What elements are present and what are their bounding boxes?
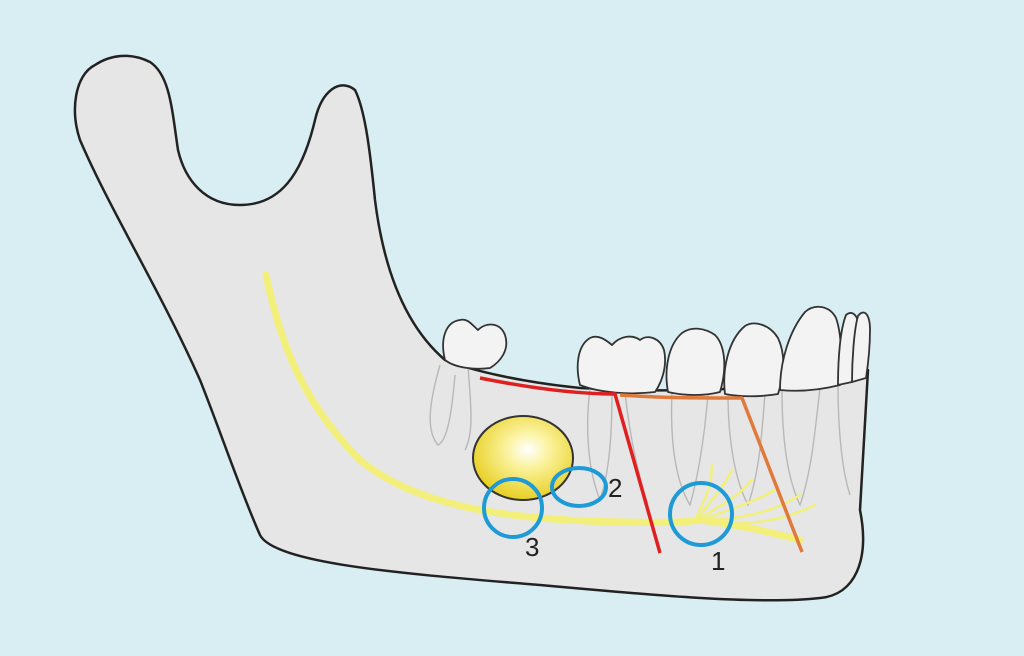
lesion-cyst [472, 415, 574, 501]
marker-label-1: 1 [711, 546, 725, 576]
marker-circle-2 [550, 466, 608, 508]
tooth-incisor [851, 311, 871, 383]
resection-line-orange [619, 393, 804, 553]
marker-circle-1 [668, 481, 734, 547]
marker-circles [482, 466, 734, 547]
tooth-premolar-2 [723, 322, 785, 398]
tooth-premolar-1 [779, 305, 843, 392]
marker-label-2: 2 [608, 473, 622, 503]
tooth-molar-1 [665, 327, 726, 396]
marker-circle-3 [482, 477, 544, 539]
marker-label-3: 3 [525, 532, 539, 562]
resection-line-red [479, 376, 662, 554]
teeth-crowns [442, 305, 871, 398]
tooth-wisdom [442, 318, 508, 370]
tooth-molar-2 [576, 335, 666, 395]
